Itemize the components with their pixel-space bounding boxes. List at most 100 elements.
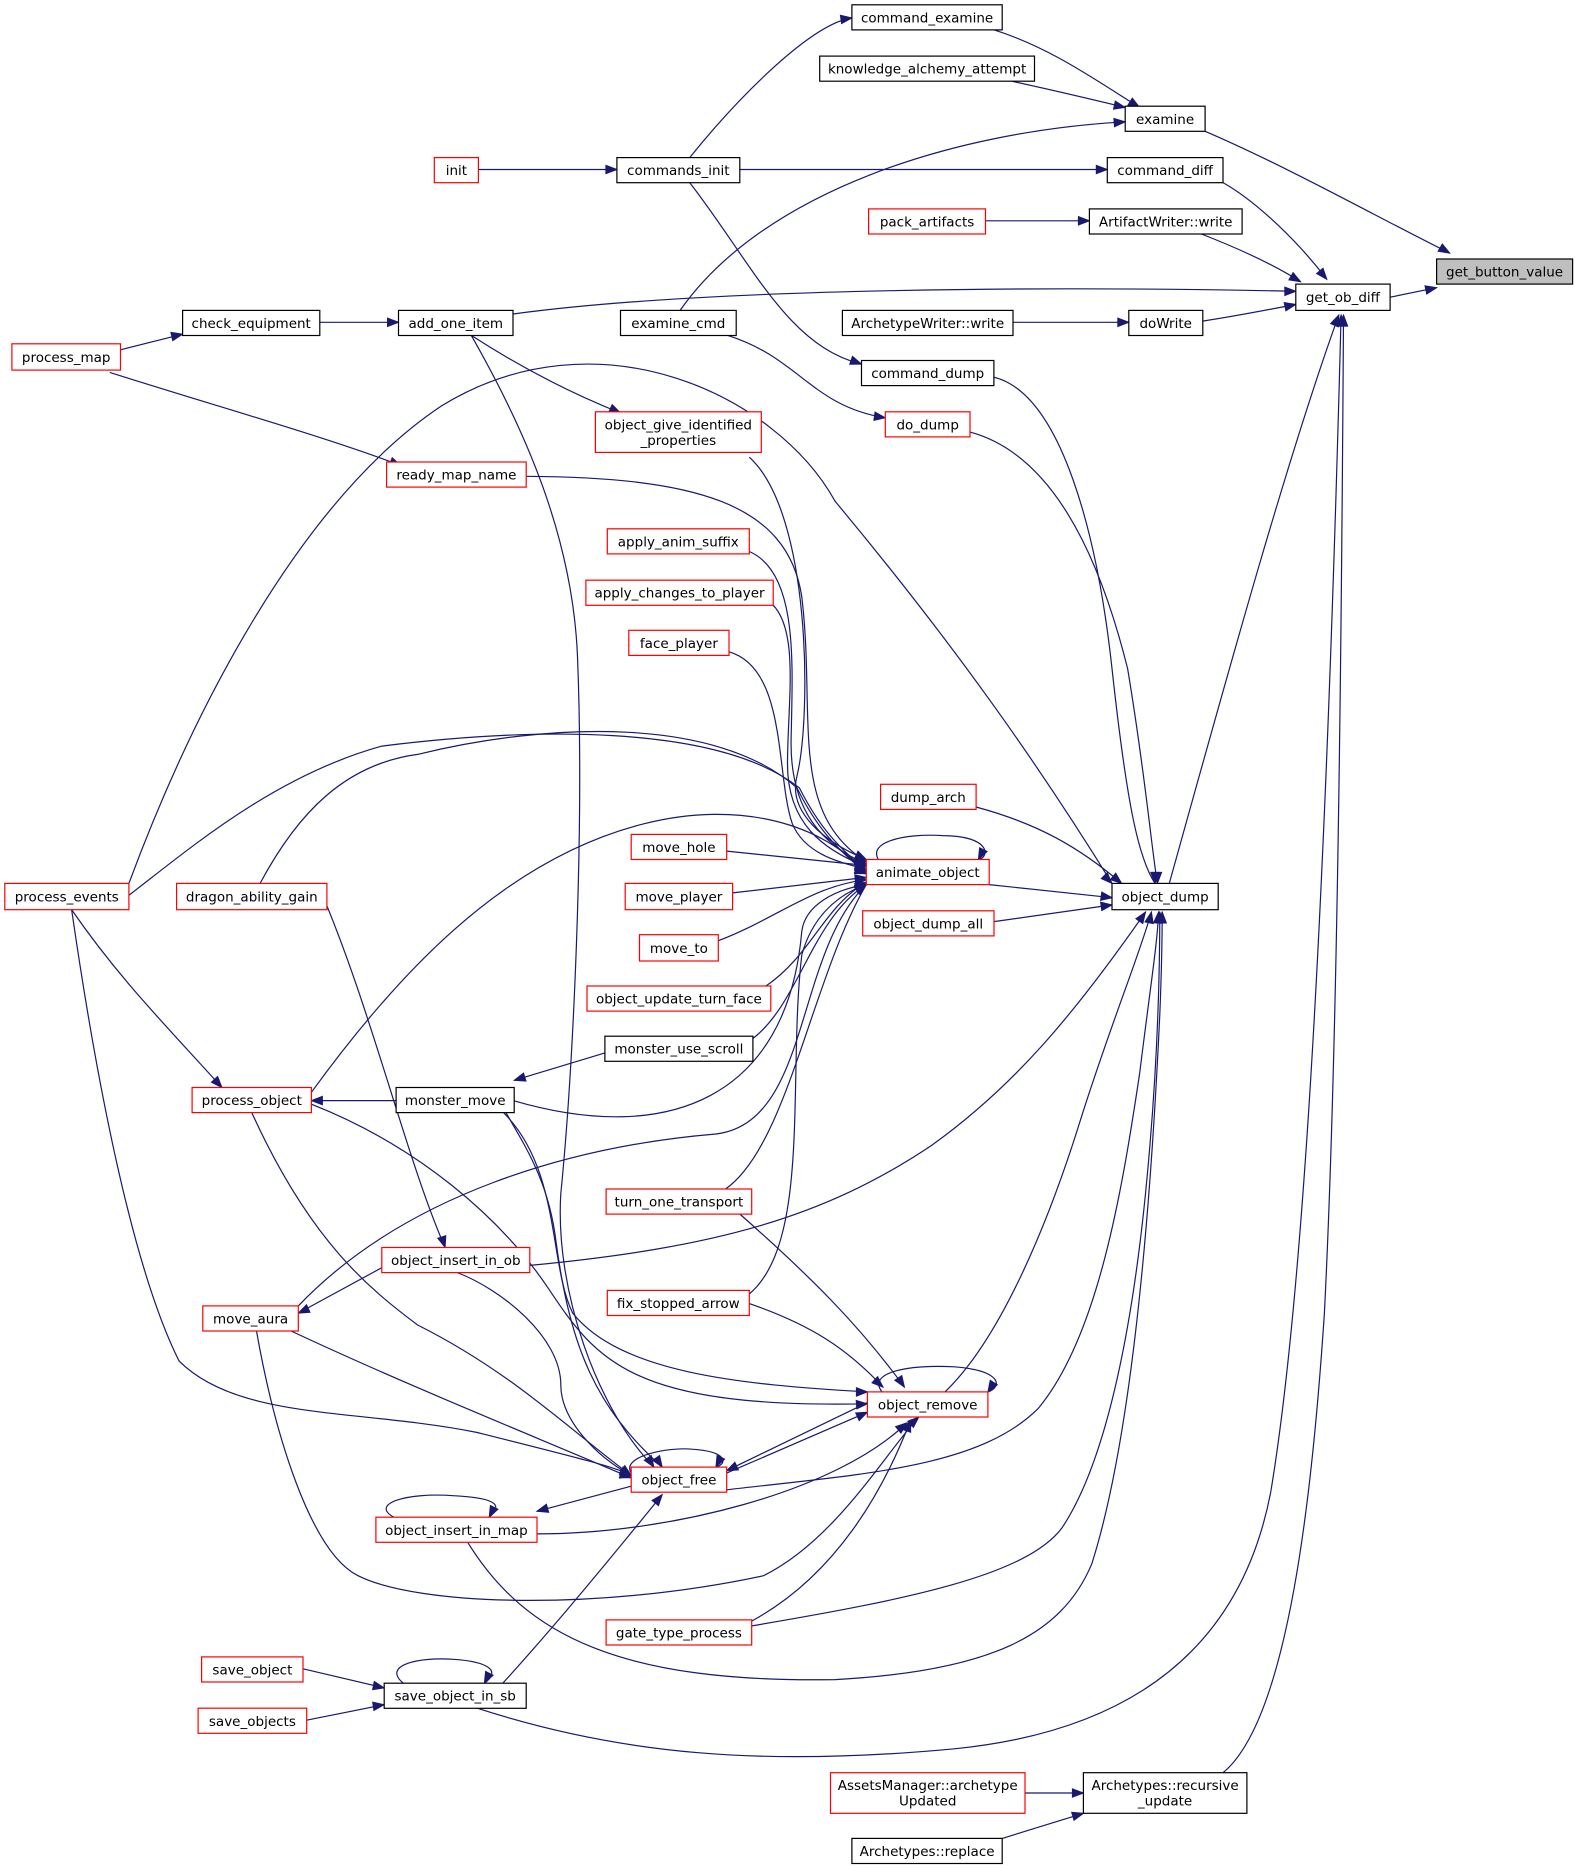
arrowhead — [297, 1303, 311, 1314]
node-label: fix_stopped_arrow — [617, 1296, 740, 1312]
call-edge — [944, 911, 1152, 1393]
node-object-remove[interactable]: object_remove — [866, 1391, 989, 1418]
node-apply-anim-suffix[interactable]: apply_anim_suffix — [606, 528, 750, 555]
node-command-diff[interactable]: command_diff — [1106, 157, 1224, 184]
node-archetypewriter-write[interactable]: ArchetypeWriter::write — [841, 309, 1014, 337]
node-examine[interactable]: examine — [1124, 105, 1206, 132]
node-box — [630, 833, 728, 861]
arrowhead — [1152, 871, 1163, 885]
node-init[interactable]: init — [433, 157, 479, 184]
node-archetypes-replace[interactable]: Archetypes::replace — [851, 1837, 1003, 1865]
arrowhead — [906, 1416, 920, 1429]
call-edge — [749, 1303, 884, 1388]
node-save-object[interactable]: save_object — [201, 1656, 304, 1683]
arrowhead — [483, 1670, 494, 1685]
node-move-to[interactable]: move_to — [638, 934, 719, 962]
node-add-one-item[interactable]: add_one_item — [397, 309, 514, 337]
node-do-dump[interactable]: do_dump — [884, 411, 971, 438]
node-apply-changes-to-player[interactable]: apply_changes_to_player — [585, 579, 774, 606]
node-label: object_insert_in_ob — [391, 1253, 520, 1269]
node-move-player[interactable]: move_player — [624, 882, 734, 911]
node-label: pack_artifacts — [880, 214, 974, 230]
node-label: command_examine — [861, 10, 993, 26]
node-box — [851, 4, 1003, 31]
node-get-ob-diff[interactable]: get_ob_diff — [1295, 283, 1391, 312]
node-knowledge-alchemy-attempt[interactable]: knowledge_alchemy_attempt — [819, 55, 1036, 82]
node-box — [197, 1707, 308, 1734]
node-process-events[interactable]: process_events — [4, 882, 130, 911]
call-edge — [989, 884, 1113, 899]
call-edge — [725, 884, 867, 1190]
arrowhead — [1113, 117, 1127, 128]
arrowhead — [1100, 891, 1114, 901]
node-object-free[interactable]: object_free — [630, 1466, 728, 1493]
node-command-dump[interactable]: command_dump — [860, 359, 995, 387]
node-face-player[interactable]: face_player — [628, 629, 730, 656]
node-fix-stopped-arrow[interactable]: fix_stopped_arrow — [606, 1289, 750, 1317]
node-label: command_diff — [1117, 163, 1213, 179]
node-commands-init[interactable]: commands_init — [616, 157, 741, 184]
node-label: save_object — [212, 1662, 292, 1678]
call-edge — [739, 1213, 905, 1388]
node-monster-use-scroll[interactable]: monster_use_scroll — [604, 1035, 754, 1062]
node-object-give-identified-properties[interactable]: object_give_identified_properties — [594, 411, 762, 453]
node-artifactwriter-write[interactable]: ArtifactWriter::write — [1088, 208, 1243, 235]
node-label: process_map — [22, 350, 111, 366]
node-pack-artifacts[interactable]: pack_artifacts — [867, 208, 987, 235]
call-edges — [71, 17, 1450, 1839]
node-save-objects[interactable]: save_objects — [197, 1707, 308, 1734]
node-box — [829, 1772, 1026, 1814]
call-edge — [993, 29, 1140, 108]
node-process-object[interactable]: process_object — [191, 1086, 313, 1114]
node-dowrite[interactable]: doWrite — [1128, 309, 1204, 337]
node-monster-move[interactable]: monster_move — [395, 1086, 515, 1114]
node-animate-object[interactable]: animate_object — [865, 858, 990, 886]
call-edge — [467, 911, 1163, 1681]
call-edge — [109, 371, 402, 467]
call-edge — [1011, 80, 1126, 108]
node-dump-arch[interactable]: dump_arch — [879, 783, 977, 810]
node-dragon-ability-gain[interactable]: dragon_ability_gain — [176, 882, 328, 911]
node-ready-map-name[interactable]: ready_map_name — [386, 461, 527, 488]
node-object-insert-in-ob[interactable]: object_insert_in_ob — [381, 1246, 531, 1274]
node-box — [383, 1682, 527, 1709]
node-box — [191, 1086, 313, 1114]
call-edge — [290, 1330, 632, 1479]
node-gate-type-process[interactable]: gate_type_process — [605, 1619, 753, 1646]
node-move-aura[interactable]: move_aura — [202, 1305, 299, 1332]
node-label: doWrite — [1139, 316, 1191, 332]
node-object-insert-in-map[interactable]: object_insert_in_map — [375, 1516, 538, 1543]
node-label: move_hole — [642, 840, 715, 856]
node-archetypes-recursive-update[interactable]: Archetypes::recursive_update — [1082, 1772, 1248, 1814]
node-box — [866, 1391, 989, 1418]
arrowhead — [715, 1454, 726, 1469]
arrowhead — [1095, 164, 1109, 175]
call-edge — [297, 884, 867, 1307]
node-save-object-in-sb[interactable]: save_object_in_sb — [383, 1682, 527, 1709]
node-box — [624, 882, 734, 911]
arrowhead — [1336, 313, 1347, 327]
node-label: _properties — [639, 433, 716, 449]
node-label: move_to — [650, 941, 708, 957]
call-edge — [71, 909, 632, 1477]
node-box — [879, 783, 977, 810]
arrowhead — [1424, 285, 1438, 295]
node-label: save_objects — [209, 1714, 296, 1730]
node-object-update-turn-face[interactable]: object_update_turn_face — [586, 985, 772, 1012]
call-edge — [385, 1494, 497, 1518]
node-object-dump-all[interactable]: object_dump_all — [862, 910, 995, 937]
node-object-dump[interactable]: object_dump — [1111, 882, 1219, 911]
call-edge — [298, 1267, 383, 1314]
node-examine-cmd[interactable]: examine_cmd — [619, 309, 737, 337]
call-edge — [772, 604, 867, 868]
node-turn-one-transport[interactable]: turn_one_transport — [605, 1188, 753, 1215]
node-box — [201, 1656, 304, 1683]
node-box — [638, 934, 719, 962]
arrowhead — [387, 317, 400, 328]
node-process-map[interactable]: process_map — [11, 343, 122, 371]
node-move-hole[interactable]: move_hole — [630, 833, 728, 861]
node-check-equipment[interactable]: check_equipment — [182, 309, 321, 337]
node-get-button-value[interactable]: get_button_value — [1435, 258, 1574, 285]
node-command-examine[interactable]: command_examine — [851, 4, 1003, 31]
